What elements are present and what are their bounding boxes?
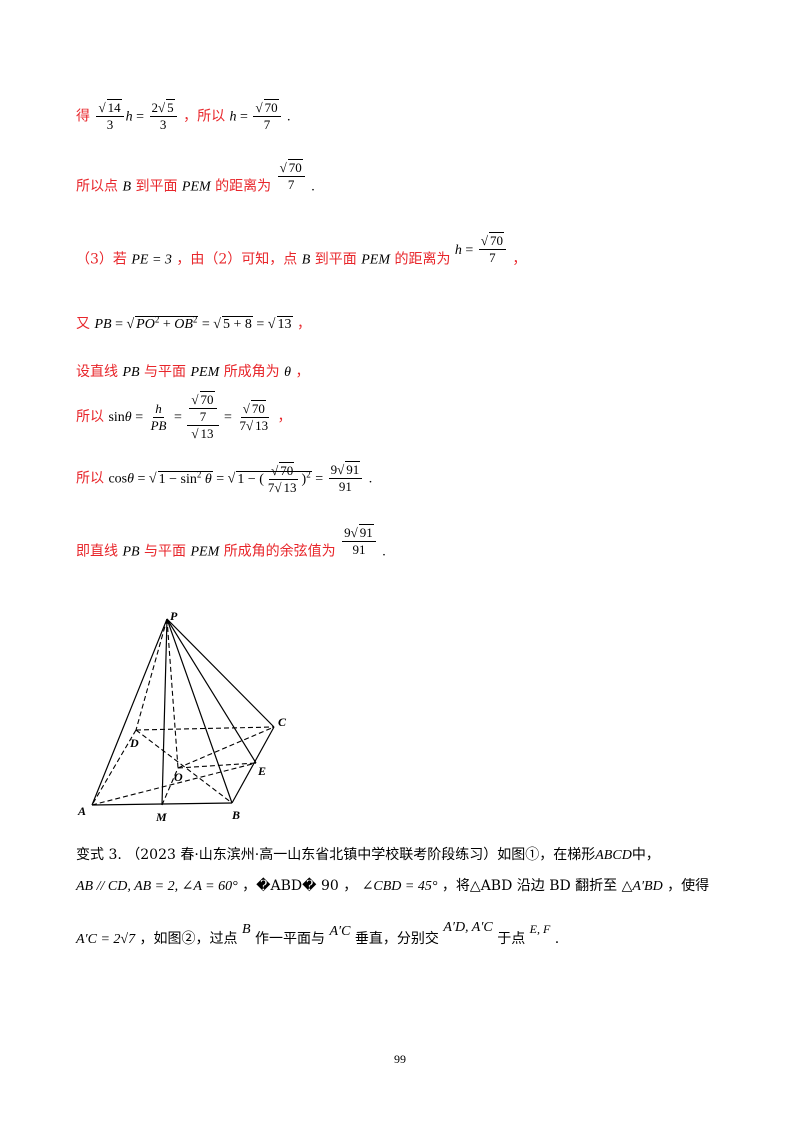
edge-DB — [135, 729, 233, 804]
math: PEM — [181, 179, 211, 195]
text: 到平面 — [135, 178, 178, 195]
label-E: E — [257, 764, 266, 778]
text: 作一平面与 — [255, 931, 326, 947]
text: ，将△ABD 沿边 BD 翻折至 — [441, 878, 618, 894]
math: PEM — [190, 544, 220, 560]
edge-PB — [166, 618, 233, 804]
problem-line-3: A′C = 2√7 ，如图②，过点 B 作一平面与 A′C 垂直，分别交 A′D… — [76, 920, 560, 948]
math: ∠CBD = 45° — [361, 879, 438, 894]
text: 与平面 — [144, 364, 187, 380]
label-D: D — [129, 736, 139, 750]
math: B — [242, 922, 251, 937]
text: . — [368, 471, 373, 487]
edge-DC — [135, 726, 275, 731]
text: 的距离为 — [215, 178, 272, 195]
edge-OE — [177, 762, 257, 769]
math: AB // CD, AB = 2, ∠A = 60° — [76, 879, 238, 894]
text: 变式 3. （2023 春·山东滨州·高一山东省北镇中学校联考阶段练习）如图①，… — [76, 847, 596, 863]
text: . — [311, 179, 315, 195]
text: . — [554, 931, 560, 947]
math: PEM — [190, 365, 220, 380]
edge-AE — [91, 762, 257, 806]
problem-line-1: 变式 3. （2023 春·山东滨州·高一山东省北镇中学校联考阶段练习）如图①，… — [76, 844, 660, 864]
text: 所以 — [76, 470, 104, 487]
edge-DA — [91, 729, 137, 806]
label-B: B — [231, 808, 240, 822]
text: 又 — [76, 316, 90, 332]
text: 所以点 — [76, 178, 118, 195]
math: PE = 3 — [131, 252, 172, 268]
edge-PE — [166, 618, 257, 764]
math: B — [122, 179, 132, 195]
math: PB — [122, 365, 140, 380]
text: ， — [296, 316, 311, 332]
edge-MO — [161, 767, 179, 806]
label-A: A — [77, 804, 86, 818]
text: 所以 — [76, 409, 104, 425]
edge-PA — [91, 618, 168, 806]
label-O: O — [174, 770, 183, 784]
text: ， — [277, 409, 292, 425]
edge-OC — [177, 726, 275, 769]
solution-line-5: 设直线 PB 与平面 PEM 所成角为 θ ， — [76, 361, 309, 381]
page-number: 99 — [394, 1052, 406, 1066]
label-P: P — [170, 609, 178, 623]
text: . — [287, 109, 291, 125]
math: A′C = 2√7 — [76, 932, 136, 947]
text: 即直线 — [76, 543, 118, 560]
solution-line-4: 又 PB = √PO2 + OB2 = √5 + 8 = √13 ， — [76, 314, 311, 332]
math: A′C — [329, 924, 351, 939]
problem-line-2: AB // CD, AB = 2, ∠A = 60° ，�ABD� 90 ， ∠… — [76, 875, 709, 895]
text: 所成角的余弦值为 — [223, 543, 336, 560]
math: A′D, A′C — [443, 920, 493, 935]
math: B — [301, 252, 311, 268]
text: 到平面 — [314, 251, 357, 268]
text: 与平面 — [144, 543, 187, 560]
text: ，如图②，过点 — [139, 931, 238, 947]
text: ，使得 — [667, 878, 710, 894]
text: 得 — [76, 108, 90, 125]
solution-line-3: （3）若 PE = 3 ，由（2）可知，点 B 到平面 PEM 的距离为 h =… — [76, 232, 527, 268]
text: 的距离为 — [394, 251, 451, 268]
label-C: C — [278, 715, 287, 729]
edge-PO — [166, 618, 179, 769]
text: ， — [512, 251, 527, 268]
text: ，所以 — [183, 108, 226, 125]
text: ，�ABD� 90 ， — [242, 878, 358, 894]
edge-BC — [231, 726, 275, 804]
math: PB — [122, 544, 140, 560]
edge-PD — [135, 618, 168, 731]
edge-PM — [161, 618, 168, 806]
text: 垂直，分别交 — [354, 931, 439, 947]
text: ，由（2）可知，点 — [176, 251, 298, 268]
text: . — [382, 544, 386, 560]
text: 设直线 — [76, 364, 118, 380]
math: PEM — [361, 252, 390, 268]
math: θ — [284, 365, 292, 380]
text: （3）若 — [76, 251, 127, 268]
pyramid-figure: P C D O E A M B — [77, 609, 287, 824]
text: 于点 — [497, 931, 526, 947]
math: E, F — [529, 922, 551, 936]
math: ABCD — [595, 848, 632, 863]
edge-PC — [166, 618, 275, 728]
text: 中， — [631, 847, 660, 863]
text: 所成角为 — [223, 364, 280, 380]
label-M: M — [155, 810, 167, 824]
text: ， — [295, 364, 310, 380]
math: △A′BD — [621, 879, 663, 894]
